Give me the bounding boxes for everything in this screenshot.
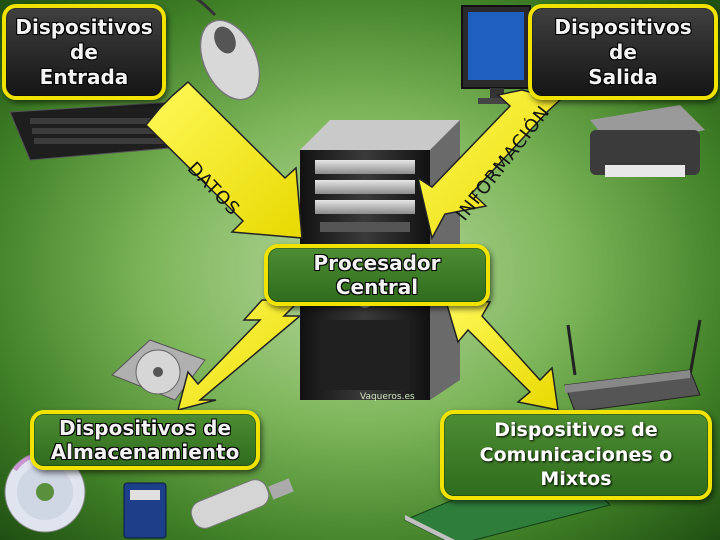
cd-icon — [4, 451, 86, 533]
input-devices-box: Dispositivos de Entrada — [2, 4, 166, 100]
processor-box: Procesador Central — [264, 244, 490, 306]
arrow-input-to-cpu — [144, 80, 303, 239]
printer-icon — [590, 105, 705, 177]
arrow-cpu-comms — [443, 297, 559, 411]
output-devices-box: Dispositivos de Salida — [528, 4, 718, 100]
storage-devices-box: Dispositivos de Almacenamiento — [30, 410, 260, 470]
router-icon — [564, 319, 702, 413]
arrow-cpu-storage — [176, 299, 303, 412]
usb-drive-icon — [190, 478, 294, 529]
monitor-icon — [461, 5, 531, 104]
hard-drive-icon — [111, 339, 206, 401]
comms-devices-box: Dispositivos de Comunicaciones o Mixtos — [440, 410, 712, 500]
watermark: Vaqueros.es — [360, 392, 415, 402]
arrow-cpu-to-output — [416, 89, 562, 241]
mouse-icon — [195, 0, 261, 101]
memory-card-icon — [123, 482, 167, 539]
